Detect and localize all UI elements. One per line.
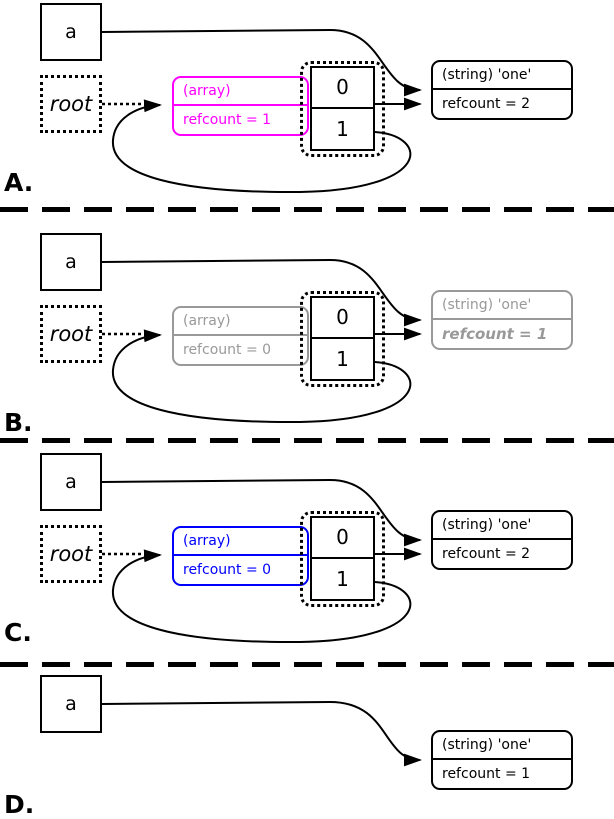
root-box: root xyxy=(40,75,102,133)
string-zval-box: (string) 'one' refcount = 1 xyxy=(431,730,573,790)
string-refcount-label: refcount = 2 xyxy=(442,96,531,112)
string-refcount-label: refcount = 1 xyxy=(442,766,531,782)
string-zval-box: (string) 'one' refcount = 2 xyxy=(431,510,573,570)
panel-d-edges xyxy=(101,700,422,767)
string-zval-box: (string) 'one' refcount = 1 xyxy=(431,290,573,350)
root-label: root xyxy=(49,92,93,116)
root-label: root xyxy=(49,542,93,566)
panel-a-label: A. xyxy=(4,168,34,197)
array-index-1-cell: 1 xyxy=(336,566,349,591)
variable-box-a: a xyxy=(40,453,102,511)
array-refcount-label: refcount = 1 xyxy=(183,112,272,128)
string-refcount-label: refcount = 2 xyxy=(442,546,531,562)
string-refcount-label: refcount = 1 xyxy=(442,325,548,343)
array-index-frame xyxy=(300,511,385,607)
array-refcount-label: refcount = 0 xyxy=(183,342,272,358)
panel-a-edges xyxy=(101,28,422,194)
panel-separator-3 xyxy=(0,662,614,667)
panel-a: a root (array) refcount = 1 0 1 (string)… xyxy=(0,0,614,200)
string-type-label: (string) 'one' xyxy=(433,732,571,760)
variable-label: a xyxy=(65,693,77,715)
array-zval-box: (array) refcount = 0 xyxy=(172,526,309,586)
array-type-label: (array) xyxy=(174,528,307,556)
root-box: root xyxy=(40,525,102,583)
array-zval-box: (array) refcount = 0 xyxy=(172,306,309,366)
variable-box-a: a xyxy=(40,233,102,291)
string-type-label: (string) 'one' xyxy=(433,62,571,90)
array-zval-box: (array) refcount = 1 xyxy=(172,76,309,136)
edge-index1-to-array-loop xyxy=(111,329,412,424)
array-refcount-label: refcount = 0 xyxy=(183,562,272,578)
panel-b: a root (array) refcount = 0 0 1 (string)… xyxy=(0,220,614,435)
panel-b-label: B. xyxy=(4,408,33,437)
variable-box-a: a xyxy=(40,3,102,61)
array-index-frame xyxy=(300,291,385,387)
edge-a-to-string xyxy=(101,700,422,767)
panel-c: a root (array) refcount = 0 0 1 (string)… xyxy=(0,450,614,650)
string-type-label: (string) 'one' xyxy=(433,512,571,540)
string-zval-box: (string) 'one' refcount = 2 xyxy=(431,60,573,120)
variable-label: a xyxy=(65,21,77,43)
variable-label: a xyxy=(65,471,77,493)
array-type-label: (array) xyxy=(174,308,307,336)
array-index-1-cell: 1 xyxy=(336,346,349,371)
variable-box-a: a xyxy=(40,675,102,733)
panel-b-edges xyxy=(101,258,422,424)
root-box: root xyxy=(40,305,102,363)
variable-label: a xyxy=(65,251,77,273)
edge-a-to-string xyxy=(101,478,422,547)
array-index-0-cell: 0 xyxy=(312,298,373,339)
edge-index1-to-array-loop xyxy=(111,549,412,644)
array-index-1-cell: 1 xyxy=(336,116,349,141)
array-index-table: 0 1 xyxy=(310,66,375,151)
panel-c-label: C. xyxy=(4,618,32,647)
string-type-label: (string) 'one' xyxy=(433,292,571,320)
panel-d-label: D. xyxy=(4,790,35,819)
panel-separator-2 xyxy=(0,438,614,443)
array-index-table: 0 1 xyxy=(310,296,375,381)
array-index-0-cell: 0 xyxy=(312,68,373,109)
edge-a-to-string xyxy=(101,28,422,97)
panel-separator-1 xyxy=(0,207,614,212)
edge-index1-to-array-loop xyxy=(111,99,412,194)
array-index-table: 0 1 xyxy=(310,516,375,601)
array-index-0-cell: 0 xyxy=(312,518,373,559)
edge-a-to-string xyxy=(101,258,422,327)
array-index-frame xyxy=(300,61,385,157)
panel-c-edges xyxy=(101,478,422,644)
array-type-label: (array) xyxy=(174,78,307,106)
root-label: root xyxy=(49,322,93,346)
panel-d: a (string) 'one' refcount = 1 D. xyxy=(0,672,614,819)
